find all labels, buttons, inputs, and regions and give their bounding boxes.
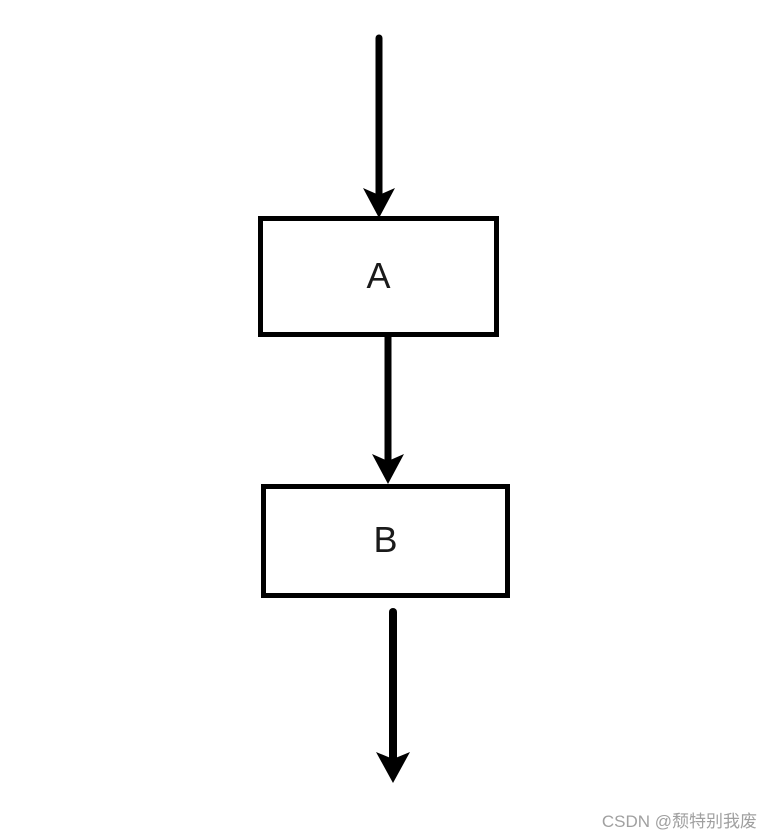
edge-arrow-b-to-end [376,608,410,783]
flowchart-node-b: B [261,484,510,598]
csdn-watermark: CSDN @颓特别我废 [601,812,757,831]
edge-arrow-start-to-a [363,34,395,218]
flowchart-node-a: A [258,216,499,337]
edge-arrow-a-to-b [372,336,404,484]
node-a-label: A [366,254,391,296]
node-b-label: B [373,519,398,560]
